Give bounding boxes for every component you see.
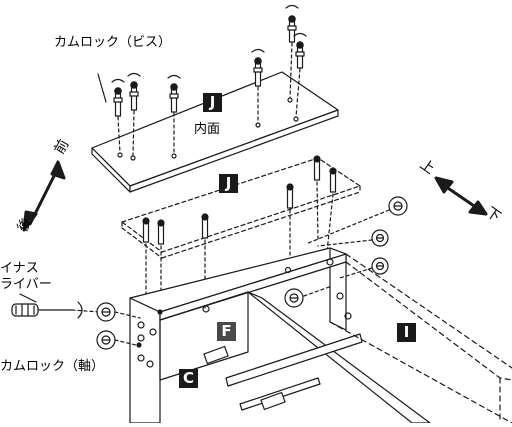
screwdriver xyxy=(11,293,101,319)
part-tag-j-mid: J xyxy=(219,174,238,193)
label-screwdriver-line2: ライバー xyxy=(0,277,52,292)
label-cam-lock-screw: カムロック（ビス） xyxy=(54,35,172,50)
part-tag-i: I xyxy=(397,323,416,342)
front-back-arrow xyxy=(22,160,66,232)
cam-lock-screws-top xyxy=(97,4,307,157)
label-inner-face: 内面 xyxy=(194,122,221,137)
part-tag-c: C xyxy=(179,369,198,388)
label-screwdriver-line1: イナス xyxy=(0,261,39,276)
part-tag-f: F xyxy=(217,322,236,341)
panel-j-top xyxy=(91,71,339,193)
cabinet-body xyxy=(129,247,512,424)
label-cam-lock-shaft: カムロック（軸） xyxy=(0,359,105,374)
panel-j-mid-outline xyxy=(121,157,361,259)
cam-lock-shaft-left xyxy=(96,302,141,350)
cam-lock-shafts-right xyxy=(284,196,408,308)
part-tag-j-top: J xyxy=(203,93,222,112)
up-down-arrow xyxy=(434,176,488,216)
